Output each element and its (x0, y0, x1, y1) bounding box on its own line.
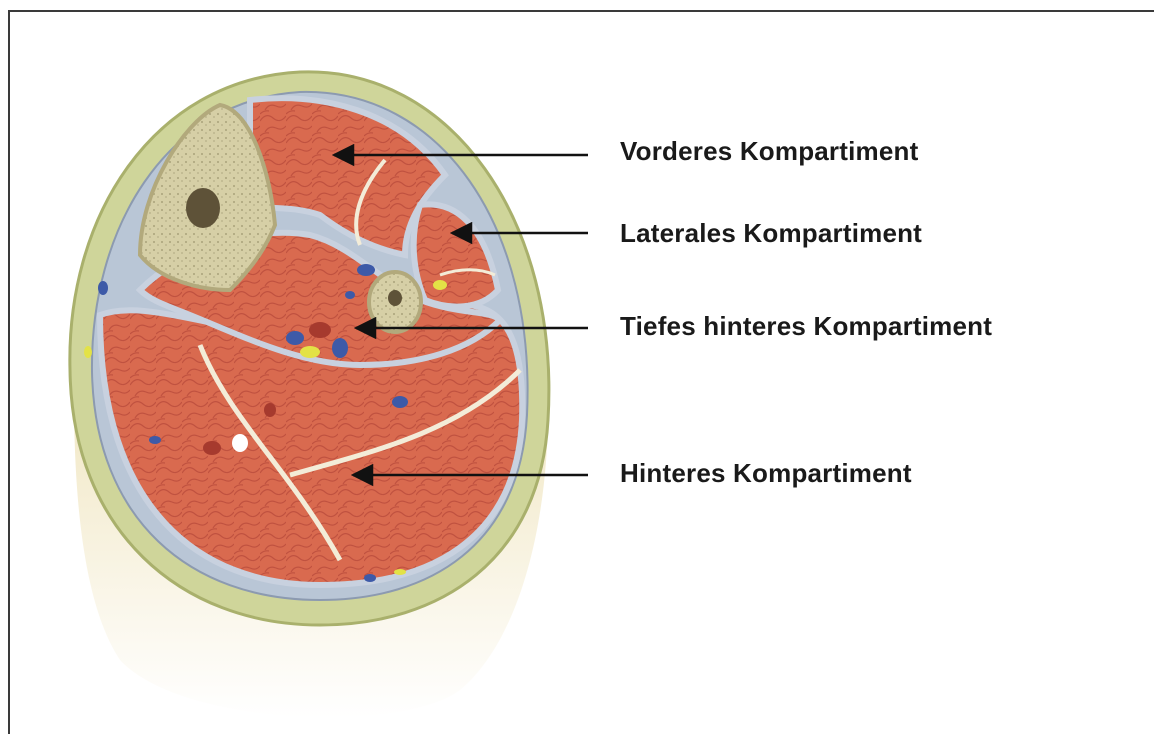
label-posterior-compartment: Hinteres Kompartiment (620, 458, 912, 489)
label-lateral-compartment: Laterales Kompartiment (620, 218, 922, 249)
label-deep-posterior-compartment: Tiefes hinteres Kompartiment (620, 311, 992, 342)
tibia-marrow-cavity (186, 188, 220, 228)
fibula-marrow-cavity (388, 290, 402, 306)
label-anterior-compartment: Vorderes Kompartiment (620, 136, 918, 167)
